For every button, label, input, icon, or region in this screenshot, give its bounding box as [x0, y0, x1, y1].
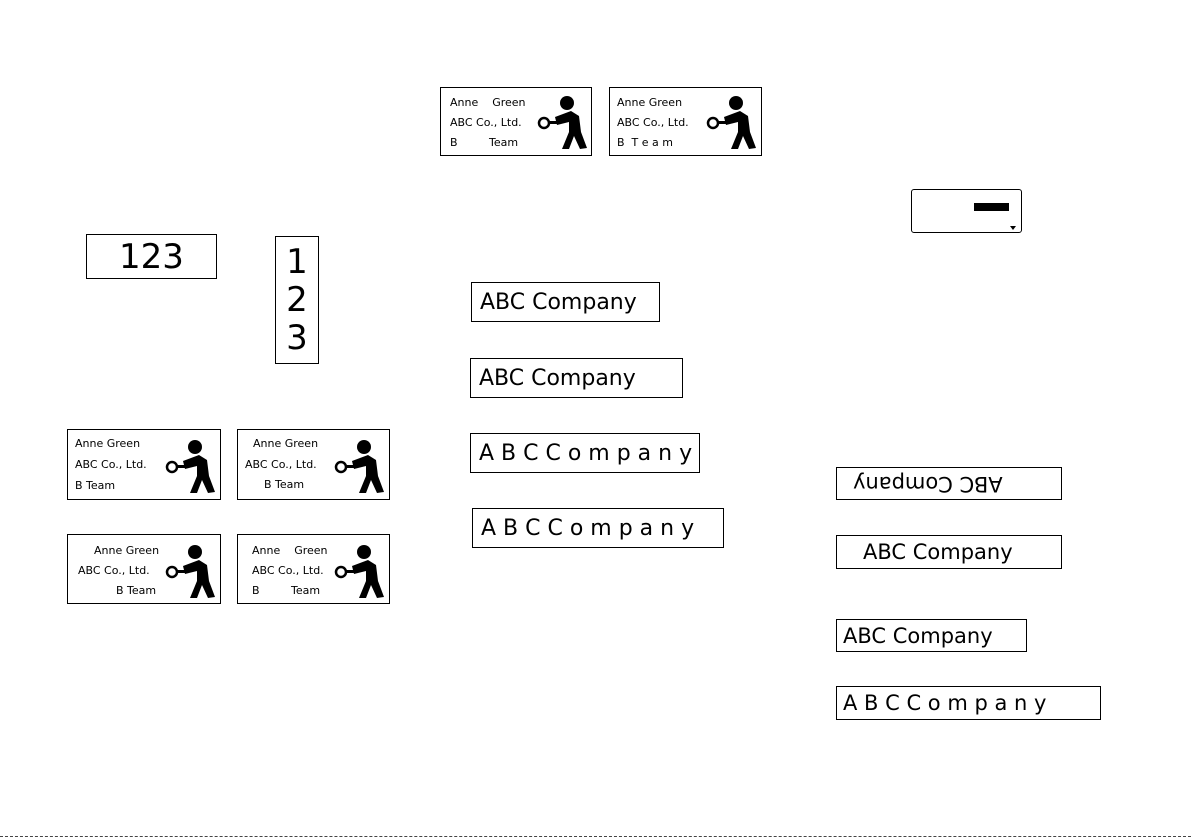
person-with-key-icon	[537, 96, 587, 149]
label-line-team: B Team	[450, 136, 519, 149]
company-tape-2: ABC Company	[470, 358, 683, 398]
horizontal-number-label: 123	[86, 234, 217, 279]
cursor-bar-icon	[974, 203, 1009, 211]
label-line-company: ABC Co., Ltd.	[78, 564, 150, 577]
person-with-key-icon	[165, 440, 215, 493]
company-tape-mirrored: ABC Company	[836, 467, 1062, 500]
label-line-name: Anne Green	[253, 437, 319, 450]
address-label-2: Anne Green ABC Co., Ltd. B T e a m	[609, 87, 762, 156]
label-line-team: B Team	[75, 479, 116, 492]
vertical-digit: 2	[286, 280, 308, 320]
label-line-name: Anne Green	[617, 96, 683, 109]
address-label-3: Anne Green ABC Co., Ltd. B Team	[67, 429, 221, 500]
person-with-key-icon	[334, 440, 384, 493]
company-tape-1: ABC Company	[471, 282, 660, 322]
label-line-company: ABC Co., Ltd.	[617, 116, 689, 129]
address-label-6: Anne Green ABC Co., Ltd. B Team	[237, 534, 390, 604]
person-with-key-icon	[334, 545, 384, 598]
address-label-1: Anne Green ABC Co., Ltd. B Team	[440, 87, 592, 156]
vertical-number-label: 1 2 3	[275, 236, 319, 364]
label-line-company: ABC Co., Ltd.	[245, 458, 317, 471]
company-tape-3: A B C C o m p a n y	[470, 433, 700, 473]
company-tape-5: ABC Company	[836, 535, 1062, 569]
label-line-name: Anne Green	[75, 437, 141, 450]
label-line-team: B T e a m	[617, 136, 673, 149]
company-tape-4: A B C C o m p a n y	[472, 508, 724, 548]
person-with-key-icon	[165, 545, 215, 598]
label-line-team: B Team	[252, 584, 321, 597]
company-tape-7: A B C C o m p a n y	[836, 686, 1101, 720]
person-with-key-icon	[706, 96, 756, 149]
label-line-team: B Team	[116, 584, 157, 597]
vertical-digit: 1	[286, 242, 308, 282]
label-line-name: Anne Green	[94, 544, 160, 557]
label-line-name: Anne Green	[450, 96, 526, 109]
triangle-down-icon	[1010, 226, 1016, 230]
label-line-team: B Team	[264, 478, 305, 491]
label-line-company: ABC Co., Ltd.	[75, 458, 147, 471]
address-label-4: Anne Green ABC Co., Ltd. B Team	[237, 429, 390, 500]
company-tape-6: ABC Company	[836, 619, 1027, 652]
address-label-5: Anne Green ABC Co., Ltd. B Team	[67, 534, 221, 604]
page-divider	[0, 836, 1191, 837]
vertical-digit: 3	[286, 318, 308, 358]
mirrored-text: ABC Company	[853, 471, 1003, 496]
label-line-company: ABC Co., Ltd.	[450, 116, 522, 129]
lcd-display	[911, 189, 1022, 233]
label-line-company: ABC Co., Ltd.	[252, 564, 324, 577]
label-line-name: Anne Green	[252, 544, 328, 557]
